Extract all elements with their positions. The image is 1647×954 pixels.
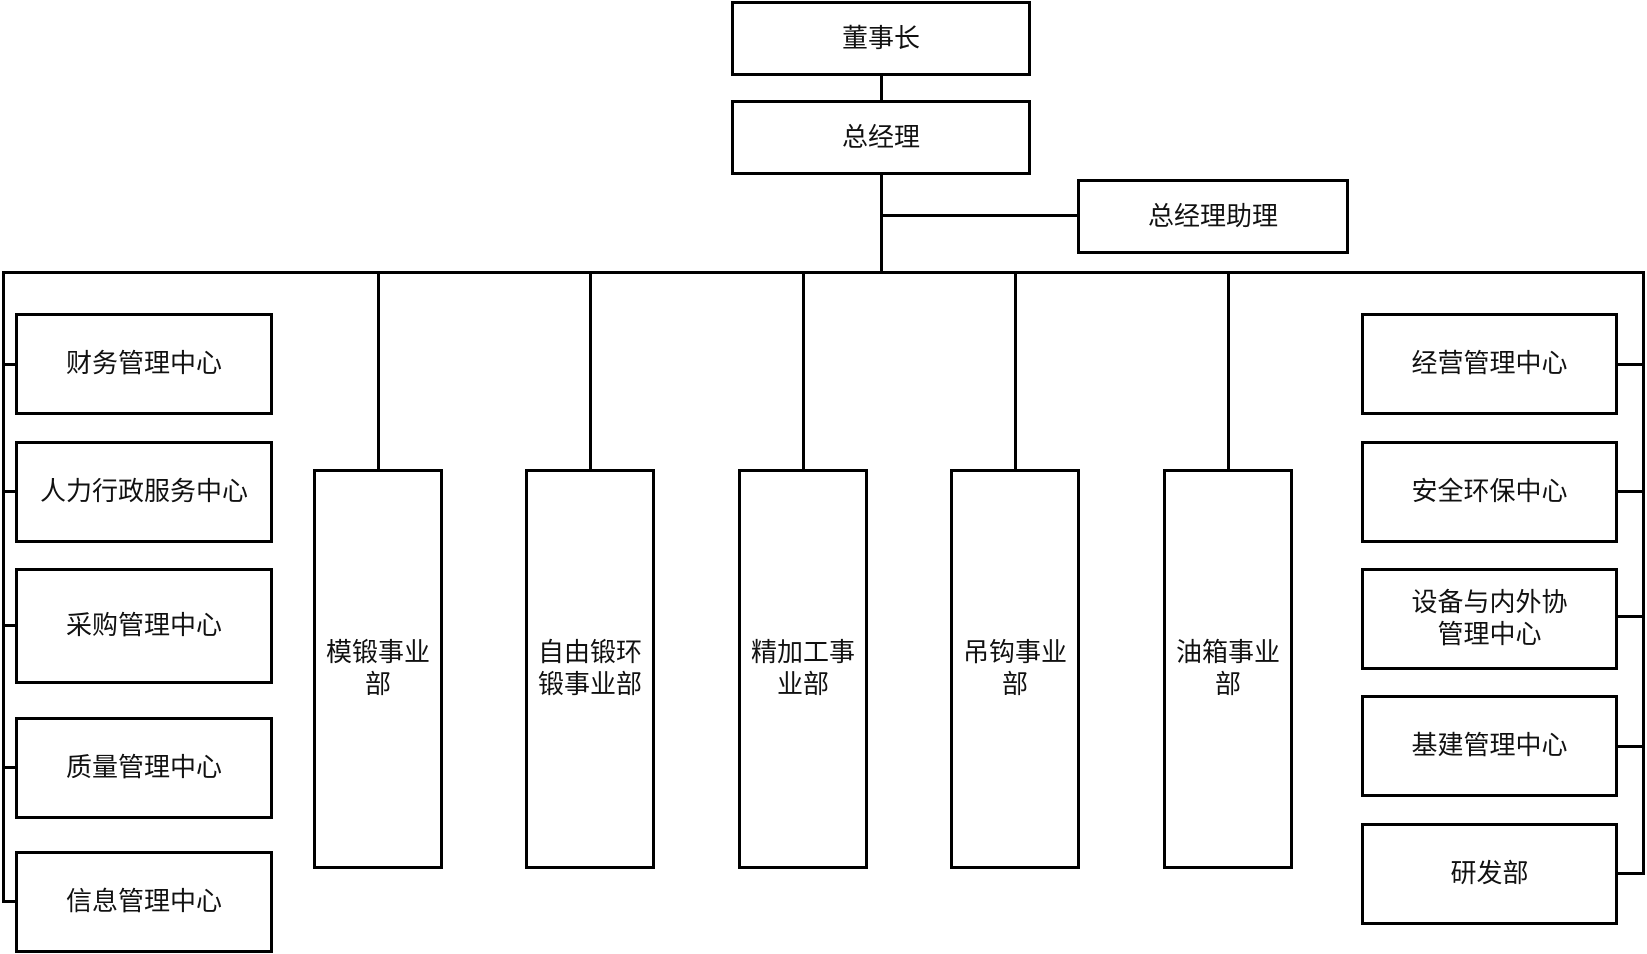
left-center-box: 财务管理中心 (15, 313, 273, 415)
left-center-box: 人力行政服务中心 (15, 441, 273, 543)
drop-unit-3 (802, 271, 805, 471)
tick-left-4 (2, 766, 17, 769)
right-center-box: 设备与内外协 管理中心 (1361, 568, 1618, 670)
tick-right-4 (1614, 745, 1645, 748)
connector-gm-trunk (880, 174, 883, 272)
tick-right-5 (1614, 872, 1645, 875)
right-spine (1642, 271, 1645, 875)
business-unit-label: 精加工事 业部 (750, 638, 855, 700)
right-center-label: 基建管理中心 (1411, 731, 1568, 761)
business-unit-box: 精加工事 业部 (738, 469, 868, 869)
drop-unit-2 (589, 271, 592, 471)
left-center-label: 采购管理中心 (65, 611, 222, 641)
horizontal-bus (2, 271, 1645, 274)
business-unit-label: 模锻事业 部 (325, 638, 430, 700)
right-center-box: 经营管理中心 (1361, 313, 1618, 415)
business-unit-box: 吊钩事业 部 (950, 469, 1080, 869)
left-center-box: 采购管理中心 (15, 568, 273, 684)
drop-unit-1 (377, 271, 380, 471)
tick-right-1 (1614, 363, 1645, 366)
right-center-box: 安全环保中心 (1361, 441, 1618, 543)
connector-chairman-gm (880, 74, 883, 100)
business-unit-box: 自由锻环 锻事业部 (525, 469, 655, 869)
right-center-label: 安全环保中心 (1411, 477, 1568, 507)
left-center-label: 质量管理中心 (65, 753, 222, 783)
tick-left-5 (2, 900, 17, 903)
business-unit-label: 吊钩事业 部 (962, 638, 1067, 700)
right-center-label: 研发部 (1450, 859, 1529, 889)
right-center-box: 基建管理中心 (1361, 695, 1618, 797)
general-manager-box: 总经理 (731, 100, 1031, 175)
business-unit-box: 模锻事业 部 (313, 469, 443, 869)
business-unit-label: 自由锻环 锻事业部 (537, 638, 642, 700)
right-center-label: 设备与内外协 管理中心 (1411, 588, 1568, 650)
chairman-label: 董事长 (841, 23, 920, 54)
tick-left-3 (2, 624, 17, 627)
right-center-box: 研发部 (1361, 823, 1618, 925)
gm-assistant-box: 总经理助理 (1077, 179, 1349, 254)
connector-assistant (880, 214, 1079, 217)
left-center-box: 信息管理中心 (15, 851, 273, 953)
tick-right-2 (1614, 490, 1645, 493)
left-center-label: 财务管理中心 (65, 349, 222, 379)
right-center-label: 经营管理中心 (1411, 349, 1568, 379)
business-unit-box: 油箱事业 部 (1163, 469, 1293, 869)
business-unit-label: 油箱事业 部 (1175, 638, 1280, 700)
general-manager-label: 总经理 (841, 122, 920, 153)
drop-unit-5 (1227, 271, 1230, 471)
chairman-box: 董事长 (731, 1, 1031, 76)
left-center-box: 质量管理中心 (15, 717, 273, 819)
tick-left-2 (2, 490, 17, 493)
tick-right-3 (1614, 615, 1645, 618)
tick-left-1 (2, 363, 17, 366)
gm-assistant-label: 总经理助理 (1147, 201, 1278, 232)
left-center-label: 信息管理中心 (65, 887, 222, 917)
drop-unit-4 (1014, 271, 1017, 471)
left-spine (2, 271, 5, 903)
left-center-label: 人力行政服务中心 (39, 477, 248, 507)
